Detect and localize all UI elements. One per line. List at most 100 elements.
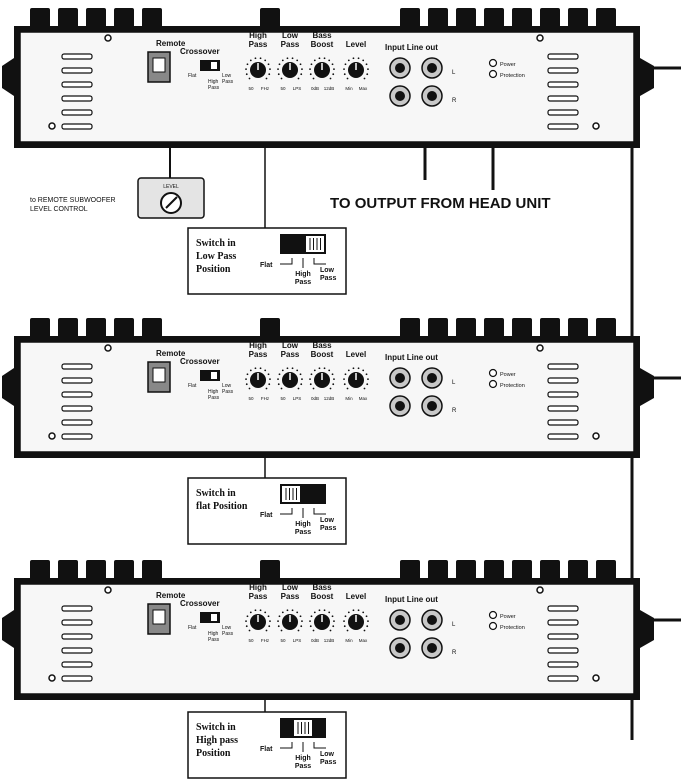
knob-tick xyxy=(332,625,335,628)
heatsink-fin xyxy=(512,8,532,30)
knob-tick xyxy=(278,63,281,66)
power-label: Power xyxy=(500,614,516,620)
knob-tick xyxy=(301,620,303,623)
knob-tick xyxy=(269,620,271,623)
screw-icon xyxy=(104,586,112,594)
knob-tick xyxy=(281,611,284,614)
knob-tick xyxy=(297,77,300,80)
xo-low-label: Low xyxy=(222,73,232,79)
heatsink-fin xyxy=(142,560,162,582)
screw-icon xyxy=(104,344,112,352)
crossover-switch-icon xyxy=(200,60,220,71)
knob-tick xyxy=(329,629,332,632)
knob-tick xyxy=(259,367,262,370)
power-led-icon xyxy=(488,58,498,68)
protection-label: Protection xyxy=(500,73,525,79)
knob-tick xyxy=(281,59,284,62)
remote-jack-port xyxy=(152,367,166,383)
position-ticks xyxy=(280,508,326,518)
heatsink-fins xyxy=(30,560,616,582)
vent-slot xyxy=(61,661,93,668)
heatsink-fin xyxy=(58,318,78,340)
callout-title-line: Position xyxy=(196,264,231,275)
knob-tick xyxy=(363,387,366,390)
knob-tick xyxy=(265,387,268,390)
xo-high-label: High xyxy=(208,79,219,85)
heatsink-fin xyxy=(260,318,280,340)
screw-icon xyxy=(592,432,600,440)
rca-jack-core xyxy=(395,63,405,73)
vent-slots-right xyxy=(547,605,579,682)
level-label: Level xyxy=(346,592,366,601)
high-pass-label-line1: High xyxy=(249,341,267,350)
knob-tick xyxy=(352,609,355,612)
knob-tick xyxy=(323,57,326,60)
high-pass-range-min: 50 xyxy=(248,638,254,643)
knob-tick xyxy=(310,63,313,66)
knob-tick xyxy=(296,369,299,372)
level-range-min: Min xyxy=(345,396,353,401)
knob-tick xyxy=(267,63,270,66)
knob-tick xyxy=(245,68,247,71)
high-label: High xyxy=(295,521,311,528)
knob-tick xyxy=(286,367,289,370)
r-channel-label: R xyxy=(452,98,457,104)
callout-title-line: flat Position xyxy=(196,501,248,512)
amplifier-3: RemoteCrossoverFlatHighPassLowPassHighPa… xyxy=(2,560,654,700)
heatsink-fin xyxy=(568,560,588,582)
switch-slider xyxy=(282,486,300,502)
screw-icon xyxy=(536,34,544,42)
vent-slot xyxy=(61,419,93,426)
knob-tick xyxy=(309,383,312,386)
level-range-min: Min xyxy=(345,638,353,643)
knob-tick xyxy=(277,68,279,71)
knob-tick xyxy=(286,57,289,60)
l-channel-label: L xyxy=(452,70,456,76)
crossover-switch-icon xyxy=(200,612,220,623)
screw-icon xyxy=(48,674,56,682)
vent-slot xyxy=(547,391,579,398)
knob-tick xyxy=(362,369,365,372)
knob-tick xyxy=(366,383,369,386)
switch-slider xyxy=(306,236,324,252)
knob-tick xyxy=(343,625,346,628)
callout-title-line: High pass xyxy=(196,735,238,746)
low-pass-range-max: LPS xyxy=(293,638,302,643)
vent-slot xyxy=(547,675,579,682)
low-pass-label-line2: Pass xyxy=(281,592,300,601)
xo-flat-label: Flat xyxy=(188,625,197,631)
knob-tick xyxy=(249,369,252,372)
knob-tick xyxy=(277,383,280,386)
knob-tick xyxy=(343,73,346,76)
vent-slot xyxy=(61,647,93,654)
knob-tick xyxy=(331,63,334,66)
vent-slot xyxy=(61,123,93,130)
knob-tick xyxy=(367,378,369,381)
rca-jack-core xyxy=(395,615,405,625)
remote-label: Remote xyxy=(156,39,186,48)
high-pass-range-max: FHz xyxy=(261,396,270,401)
vent-slot xyxy=(61,363,93,370)
knob-tick xyxy=(278,373,281,376)
heatsink-fin xyxy=(568,318,588,340)
vent-slot xyxy=(61,377,93,384)
vent-slot xyxy=(547,109,579,116)
heatsink-fin xyxy=(400,318,420,340)
heatsink-fin xyxy=(456,8,476,30)
knob-tick xyxy=(309,625,312,628)
xo-pass-label: Pass xyxy=(208,85,220,91)
heatsink-fin xyxy=(540,318,560,340)
bass-boost-label-line1: Bass xyxy=(312,583,332,592)
vent-slots-left xyxy=(61,53,93,130)
remote-control-label-line2: LEVEL CONTROL xyxy=(30,206,88,213)
knob-tick xyxy=(332,383,335,386)
high-pass-range-max: FHz xyxy=(261,86,270,91)
remote-level-control: LEVEL xyxy=(137,177,205,219)
knob-tick xyxy=(277,378,279,381)
amplifier-1: RemoteCrossoverFlatHighPassLowPassHighPa… xyxy=(2,8,654,148)
